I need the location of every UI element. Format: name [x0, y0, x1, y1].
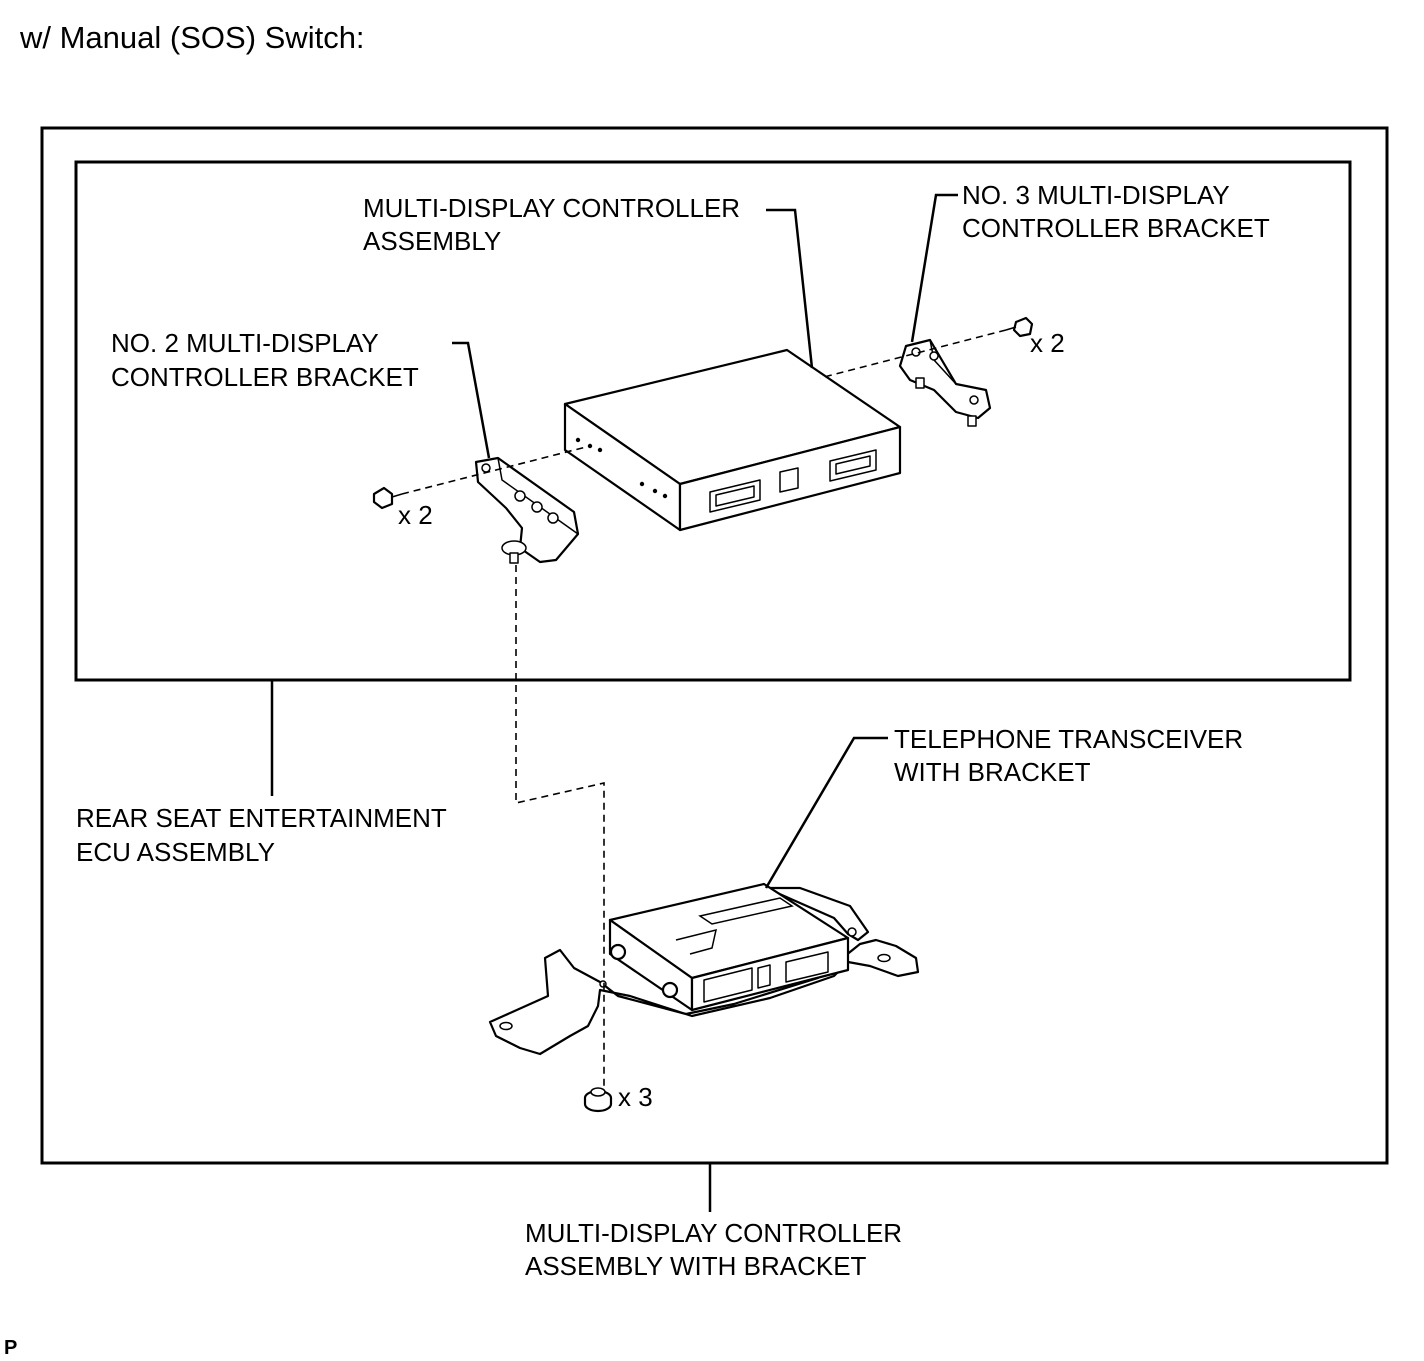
- quantity-right-bolts: x 2: [1030, 328, 1065, 358]
- quantity-bottom-nuts: x 3: [618, 1082, 653, 1112]
- label-no2-bracket-line2: CONTROLLER BRACKET: [111, 362, 419, 392]
- label-telephone-transceiver-line1: TELEPHONE TRANSCEIVER: [894, 724, 1243, 754]
- label-rear-seat-ecu-line2: ECU ASSEMBLY: [76, 837, 275, 867]
- leader-telephone-transceiver: [764, 736, 888, 889]
- page-header: w/ Manual (SOS) Switch:: [19, 20, 365, 55]
- no3-controller-bracket: [898, 338, 992, 427]
- left-bolt-path: [401, 445, 591, 495]
- label-telephone-transceiver-line2: WITH BRACKET: [894, 757, 1091, 787]
- inner-frame: [74, 160, 1352, 682]
- label-rear-seat-ecu-line1: REAR SEAT ENTERTAINMENT: [76, 803, 447, 833]
- leader-no3-bracket: [910, 193, 958, 343]
- label-no3-bracket-line1: NO. 3 MULTI-DISPLAY: [962, 180, 1230, 210]
- leader-multi-display-controller: [766, 208, 814, 369]
- multi-display-controller-box: [563, 348, 902, 532]
- bottom-nut-icon: [583, 1087, 613, 1113]
- label-no3-bracket-line2: CONTROLLER BRACKET: [962, 213, 1270, 243]
- no2-controller-bracket: [474, 456, 580, 564]
- right-bolt-icon: [1005, 316, 1034, 338]
- label-assembly-with-bracket-line2: ASSEMBLY WITH BRACKET: [525, 1251, 867, 1281]
- label-multi-display-controller-line2: ASSEMBLY: [363, 226, 501, 256]
- reference-mark: P: [4, 1337, 17, 1359]
- leader-no2-bracket: [452, 341, 491, 459]
- outer-frame: [40, 126, 1389, 1165]
- label-multi-display-controller-line1: MULTI-DISPLAY CONTROLLER: [363, 193, 740, 223]
- label-no2-bracket-line1: NO. 2 MULTI-DISPLAY: [111, 328, 379, 358]
- bracket-to-base-path: [515, 565, 605, 1090]
- telephone-transceiver-with-bracket: [488, 882, 920, 1056]
- left-bolt-icon: [372, 486, 403, 510]
- right-bolt-path: [819, 329, 1007, 379]
- label-assembly-with-bracket-line1: MULTI-DISPLAY CONTROLLER: [525, 1218, 902, 1248]
- quantity-left-bolts: x 2: [398, 500, 433, 530]
